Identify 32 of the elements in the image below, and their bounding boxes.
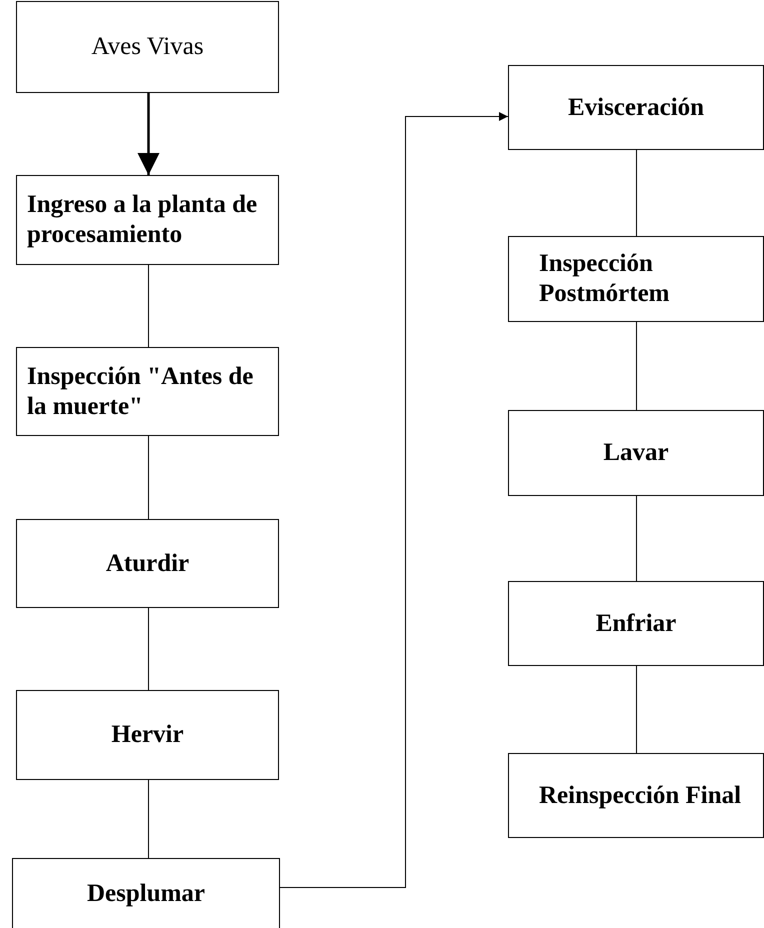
step-label: Aturdir xyxy=(106,548,190,578)
process-box xyxy=(508,581,764,666)
step-label: Aves Vivas xyxy=(91,32,204,62)
process-box xyxy=(16,175,279,265)
connector-line xyxy=(148,436,149,520)
arrow xyxy=(280,112,508,888)
process-box xyxy=(508,753,764,838)
process-box xyxy=(16,519,279,608)
connector-line xyxy=(636,150,637,236)
process-box xyxy=(508,236,764,322)
process-box xyxy=(16,1,279,93)
arrow xyxy=(138,93,160,175)
connector-line xyxy=(148,608,149,690)
process-box xyxy=(16,690,279,780)
process-box xyxy=(12,858,280,928)
step-label: Inspección Postmórtem xyxy=(539,249,670,309)
connector-line xyxy=(636,666,637,754)
process-box xyxy=(508,410,764,496)
connector-line xyxy=(636,322,637,410)
step-label: Reinspección Final xyxy=(539,780,742,810)
process-box xyxy=(508,65,764,150)
process-box xyxy=(16,347,279,436)
connector-line xyxy=(636,496,637,582)
step-label: Lavar xyxy=(603,438,669,468)
step-label: Ingreso a la planta de procesamiento xyxy=(27,190,258,250)
connector-line xyxy=(148,264,149,348)
step-label: Hervir xyxy=(111,720,184,750)
step-label: Desplumar xyxy=(86,879,206,909)
step-label: Inspección "Antes de la muerte" xyxy=(27,362,254,422)
connector-line xyxy=(148,780,149,858)
step-label: Evisceración xyxy=(568,92,704,122)
step-label: Enfriar xyxy=(596,608,676,638)
